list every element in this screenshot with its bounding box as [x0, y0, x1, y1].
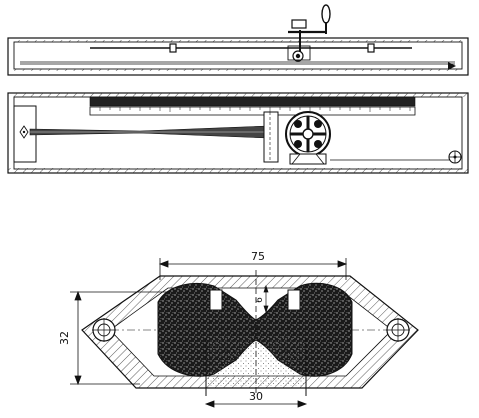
dimension-gap — [263, 284, 269, 314]
side-view-arrow-end — [448, 62, 456, 70]
plan-view-scale-ticks — [99, 107, 411, 112]
side-view-crank — [287, 4, 331, 62]
gap-left-jaw — [209, 289, 223, 311]
side-view-frame-outer — [7, 37, 469, 76]
dimension-bottom — [204, 400, 308, 408]
dim-label-gap: 6 — [255, 297, 265, 303]
dimension-height — [70, 290, 170, 386]
grip-section — [70, 258, 419, 408]
plan-view — [7, 92, 469, 174]
dim-label-top: 75 — [251, 250, 265, 263]
side-view — [7, 4, 469, 76]
side-view-clamp-right — [367, 43, 375, 53]
plan-view-handwheel — [285, 111, 331, 165]
side-view-clamp-left — [169, 43, 177, 53]
plan-view-scale-bar — [89, 96, 416, 107]
gap-right-jaw — [287, 289, 301, 311]
plan-view-slider-block — [263, 111, 279, 163]
dim-label-bottom: 30 — [249, 390, 263, 403]
dim-label-height: 32 — [58, 331, 71, 345]
dimension-top — [158, 258, 348, 280]
